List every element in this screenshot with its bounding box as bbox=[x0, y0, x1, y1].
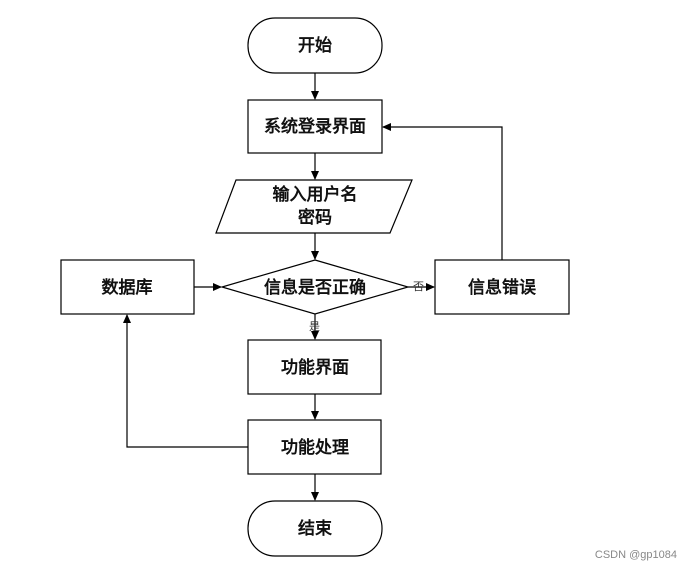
check-decision-label: 信息是否正确 bbox=[264, 277, 366, 298]
login-page-node: 系统登录界面 bbox=[247, 99, 383, 154]
edge-error-to-login bbox=[382, 123, 503, 260]
end-label: 结束 bbox=[298, 518, 332, 539]
database-node: 数据库 bbox=[60, 259, 195, 315]
check-decision-node: 信息是否正确 bbox=[219, 259, 411, 315]
start-label: 开始 bbox=[298, 35, 332, 56]
database-label: 数据库 bbox=[102, 277, 153, 298]
edge-label-yes: 是 bbox=[309, 320, 320, 333]
error-label: 信息错误 bbox=[468, 277, 537, 298]
function-page-label: 功能界面 bbox=[281, 357, 349, 378]
function-processing-node: 功能处理 bbox=[247, 419, 382, 475]
error-node: 信息错误 bbox=[434, 259, 570, 315]
input-credentials-label-line2: 密码 bbox=[298, 207, 332, 228]
watermark-text: CSDN @gp1084 bbox=[595, 549, 677, 561]
edge-label-no: 否 bbox=[413, 280, 424, 293]
function-page-node: 功能界面 bbox=[247, 339, 382, 395]
input-credentials-label-line1: 输入用户名 bbox=[273, 184, 358, 205]
input-credentials-node: 输入用户名 密码 bbox=[215, 179, 413, 234]
end-node: 结束 bbox=[247, 500, 383, 557]
edge-processing-to-database bbox=[123, 314, 248, 448]
login-page-label: 系统登录界面 bbox=[264, 116, 366, 137]
start-node: 开始 bbox=[247, 17, 383, 74]
function-processing-label: 功能处理 bbox=[281, 437, 349, 458]
